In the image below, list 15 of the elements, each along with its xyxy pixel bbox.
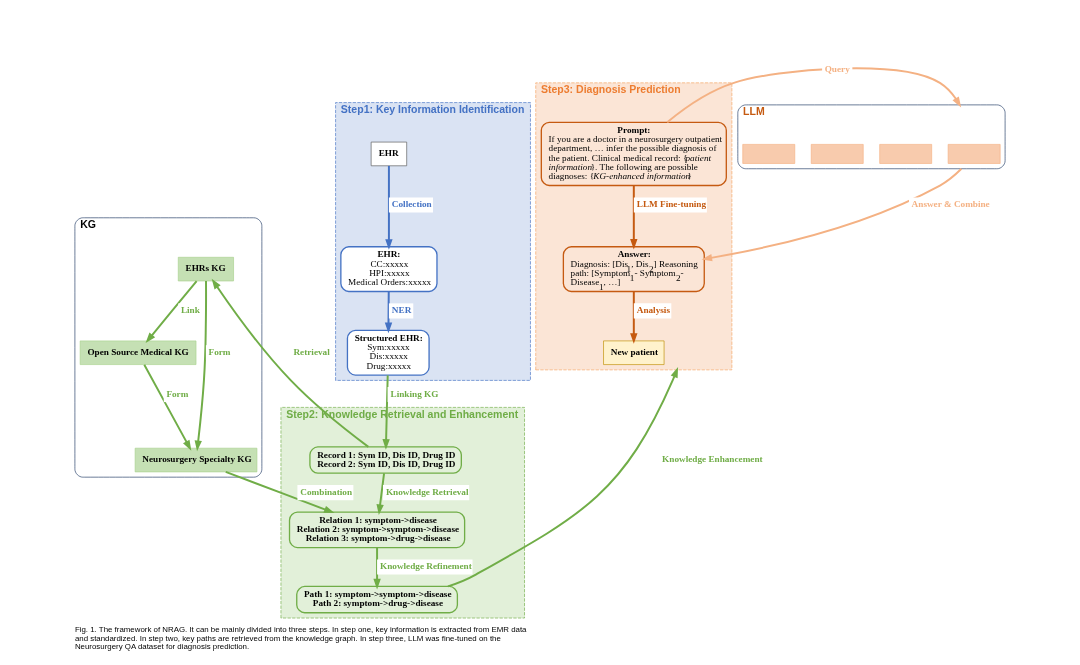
edge-label: NER (391, 305, 412, 316)
edge-label: Combination (300, 486, 353, 497)
edge-label: Linking KG (390, 388, 439, 399)
edge-label: Collection (391, 199, 432, 210)
edge-label: Answer & Combine (911, 199, 990, 210)
edge-label: Query (824, 64, 850, 75)
edge-label: Link (180, 305, 200, 316)
edge-label: Analysis (636, 305, 671, 316)
edge-label: Retrieval (293, 346, 330, 357)
edge-label: Form (166, 388, 189, 399)
edge-label: Knowledge Enhancement (662, 454, 763, 465)
edge-label: Form (208, 346, 231, 357)
edge-label: Knowledge Retrieval (385, 486, 469, 497)
edge-label: Knowledge Refinement (380, 561, 472, 572)
edge-label: LLM Fine-tuning (636, 199, 707, 210)
